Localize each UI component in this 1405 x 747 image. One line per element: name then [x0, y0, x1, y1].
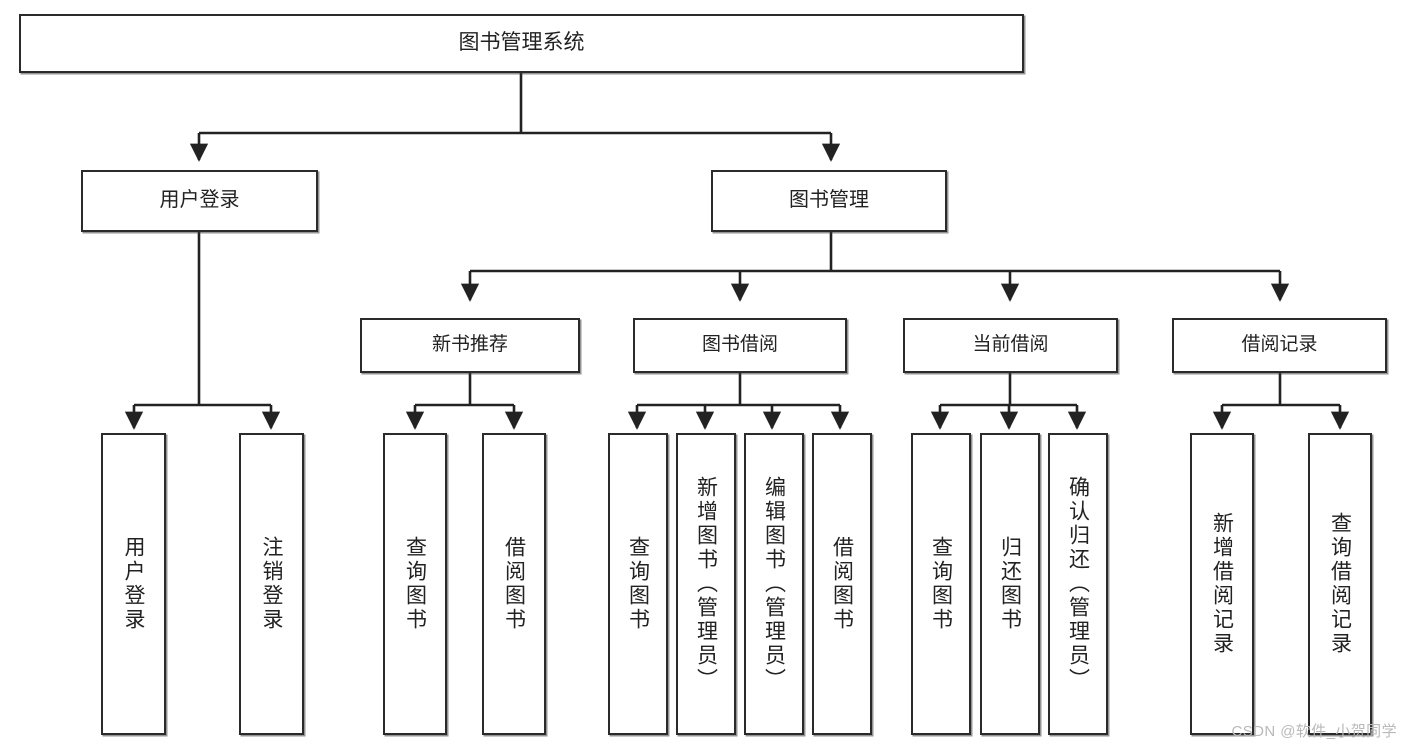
watermark: CSDN @软件_小贺同学	[1231, 723, 1397, 740]
leaf-current-confirm-return-admin-label: 确认归还（管理员）	[1066, 476, 1090, 692]
node-current-borrow-label: 当前借阅	[972, 334, 1049, 356]
node-borrow-record-label: 借阅记录	[1241, 334, 1318, 356]
node-book-management[interactable]: 图书管理	[711, 170, 947, 232]
leaf-borrow-query-book[interactable]: 查询图书	[608, 433, 668, 735]
node-borrow-record[interactable]: 借阅记录	[1172, 318, 1387, 373]
node-book-management-label: 图书管理	[789, 189, 869, 212]
leaf-current-confirm-return-admin[interactable]: 确认归还（管理员）	[1048, 433, 1108, 735]
node-book-borrow-label: 图书借阅	[701, 334, 778, 356]
leaf-borrow-borrow-book-label: 借阅图书	[830, 536, 854, 632]
node-user-login-label: 用户登录	[159, 189, 240, 212]
leaf-borrow-edit-book-admin[interactable]: 编辑图书（管理员）	[744, 433, 804, 735]
node-book-borrow[interactable]: 图书借阅	[633, 318, 847, 373]
leaf-borrow-borrow-book[interactable]: 借阅图书	[812, 433, 872, 735]
node-root-label: 图书管理系统	[458, 31, 585, 55]
node-new-book-recommend-label: 新书推荐	[431, 334, 508, 356]
leaf-record-query-record[interactable]: 查询借阅记录	[1308, 433, 1372, 735]
leaf-recommend-query-book[interactable]: 查询图书	[383, 433, 447, 735]
leaf-borrow-add-book-admin[interactable]: 新增图书（管理员）	[676, 433, 736, 735]
leaf-borrow-query-book-label: 查询图书	[626, 536, 650, 632]
leaf-user-login-signout[interactable]: 注销登录	[239, 433, 304, 735]
node-root[interactable]: 图书管理系统	[19, 14, 1024, 73]
leaf-user-login-signout-label: 注销登录	[260, 536, 283, 632]
leaf-record-query-record-label: 查询借阅记录	[1328, 512, 1352, 656]
leaf-borrow-edit-book-admin-label: 编辑图书（管理员）	[762, 476, 786, 692]
leaf-record-add-record-label: 新增借阅记录	[1210, 512, 1234, 656]
leaf-recommend-borrow-book-label: 借阅图书	[502, 536, 526, 632]
node-user-login[interactable]: 用户登录	[81, 170, 318, 232]
leaf-recommend-borrow-book[interactable]: 借阅图书	[482, 433, 546, 735]
leaf-user-login-signin[interactable]: 用户登录	[101, 433, 166, 735]
leaf-current-return-book-label: 归还图书	[998, 536, 1022, 632]
leaf-current-query-book-label: 查询图书	[929, 536, 953, 632]
leaf-current-return-book[interactable]: 归还图书	[980, 433, 1040, 735]
node-current-borrow[interactable]: 当前借阅	[903, 318, 1118, 373]
leaf-current-query-book[interactable]: 查询图书	[911, 433, 971, 735]
leaf-record-add-record[interactable]: 新增借阅记录	[1190, 433, 1254, 735]
leaf-recommend-query-book-label: 查询图书	[403, 536, 427, 632]
leaf-borrow-add-book-admin-label: 新增图书（管理员）	[694, 476, 718, 692]
node-new-book-recommend[interactable]: 新书推荐	[360, 318, 580, 373]
leaf-user-login-signin-label: 用户登录	[122, 536, 145, 632]
